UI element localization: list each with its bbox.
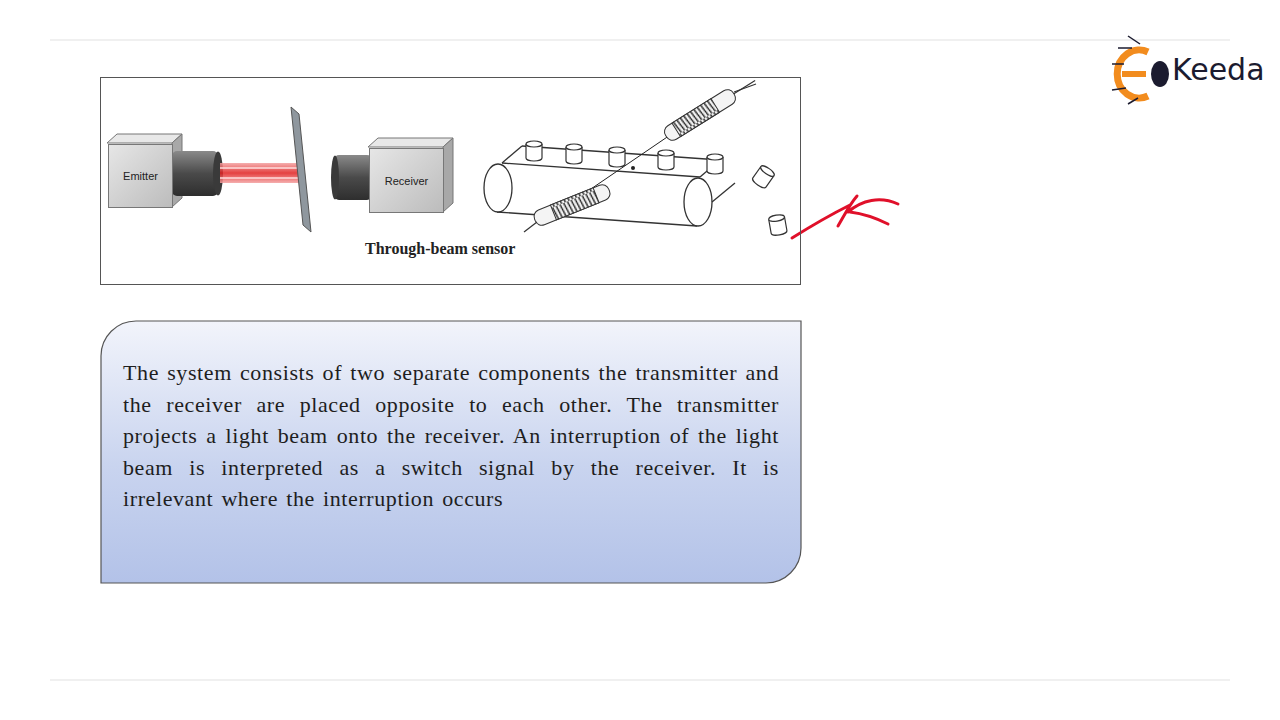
page-rule — [50, 679, 1230, 681]
interrupting-plate — [291, 107, 311, 232]
receiver-side — [443, 138, 453, 212]
logo-text: Keeda — [1172, 52, 1265, 87]
emitter-top — [107, 134, 182, 143]
sensor-beam — [585, 131, 676, 193]
receiver-lens — [334, 155, 372, 200]
emitter-lens — [172, 151, 218, 196]
receiver-box: Receiver — [369, 148, 444, 213]
receiver-lens-face — [331, 156, 339, 200]
description-text: The system consists of two separate comp… — [123, 357, 779, 515]
product-cylinder — [526, 141, 787, 236]
description-box: The system consists of two separate comp… — [100, 321, 801, 583]
beam-dot — [631, 166, 635, 170]
receiver-label: Receiver — [385, 175, 428, 187]
logo-mark — [1112, 36, 1169, 104]
light-beam — [220, 167, 298, 169]
sensor-head — [524, 183, 612, 232]
light-beam — [220, 163, 300, 183]
page-rule — [50, 39, 1230, 41]
emitter-label: Emitter — [123, 170, 158, 182]
text-panel-shape — [101, 321, 801, 583]
illustration-panel: Through-beam sensor Emitter Receiver — [100, 77, 801, 285]
sensor-head — [662, 74, 760, 143]
light-beam — [220, 177, 298, 179]
receiver-top — [368, 138, 453, 147]
emitter-box: Emitter — [108, 144, 173, 208]
hand-mark — [792, 196, 898, 238]
figure-caption: Through-beam sensor — [365, 240, 515, 258]
conveyor — [484, 146, 735, 226]
